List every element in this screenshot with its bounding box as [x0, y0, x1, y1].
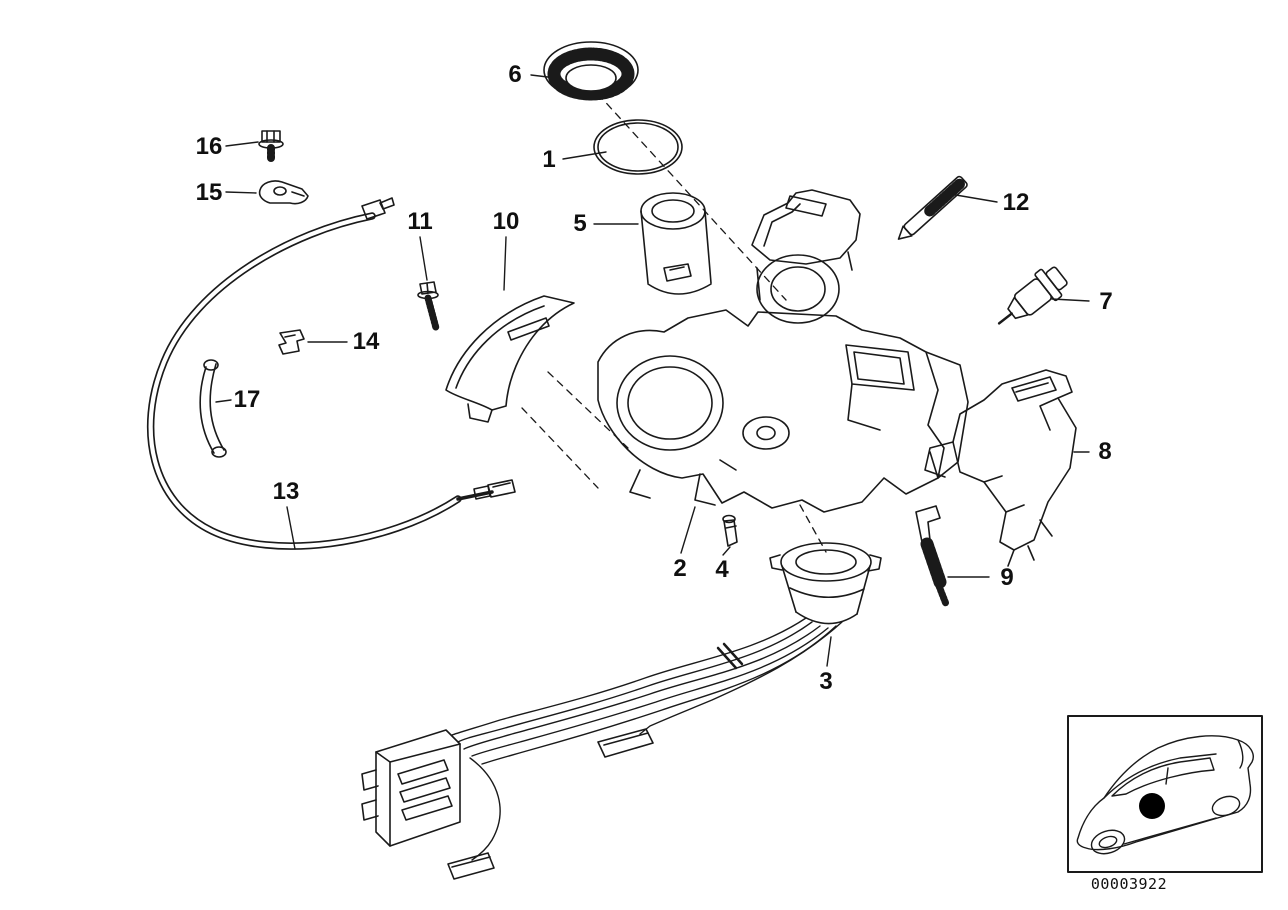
part-callout-5[interactable]: 5	[573, 210, 587, 237]
car-location-dot	[1139, 793, 1165, 819]
part-callout-3[interactable]: 3	[819, 668, 833, 695]
part-16-bolt	[258, 130, 284, 164]
part-12-threaded-pin	[897, 175, 968, 240]
callout-leader-lines	[215, 74, 1090, 667]
part-15-clamp	[258, 180, 309, 205]
part-callout-16[interactable]: 16	[195, 133, 223, 160]
part-callout-11[interactable]: 11	[407, 208, 433, 235]
part-4-pin	[722, 514, 738, 547]
part-17-strip	[199, 359, 227, 458]
part-14-clip	[278, 329, 305, 355]
part-callout-1[interactable]: 1	[542, 146, 556, 173]
part-callout-10[interactable]: 10	[492, 208, 520, 235]
part-callout-8[interactable]: 8	[1098, 438, 1112, 465]
part-callout-13[interactable]: 13	[272, 478, 300, 505]
part-callout-15[interactable]: 15	[195, 179, 223, 206]
harness-mid-connector	[597, 728, 654, 758]
part-11-screw	[417, 281, 440, 332]
car-location-inset	[1067, 715, 1263, 873]
part-callout-6[interactable]: 6	[508, 61, 522, 88]
part-8-bracket	[924, 369, 1077, 567]
part-9-interlock-pin	[915, 505, 950, 608]
harness-main-connector	[361, 729, 461, 847]
part-1-oring	[593, 119, 683, 175]
part-5-lock-cylinder	[640, 192, 712, 295]
diagram-code: 00003922	[1090, 875, 1168, 893]
part-callout-17[interactable]: 17	[233, 386, 261, 413]
part-callout-2[interactable]: 2	[673, 555, 687, 582]
part-callout-9[interactable]: 9	[1000, 564, 1014, 591]
car-silhouette	[1076, 735, 1254, 855]
part-callout-12[interactable]: 12	[1002, 189, 1030, 216]
part-2-housing	[597, 189, 969, 513]
part-callout-14[interactable]: 14	[352, 328, 380, 355]
part-callout-4[interactable]: 4	[715, 556, 729, 583]
part-callout-7[interactable]: 7	[1099, 288, 1113, 315]
part-7-sensor	[997, 266, 1068, 325]
harness-small-connector	[447, 852, 495, 880]
part-6-cap	[543, 41, 639, 101]
part-10-shroud	[445, 295, 575, 423]
harness-wires	[451, 617, 843, 861]
part-13-cable	[146, 197, 516, 550]
part-3-ignition-switch	[769, 542, 882, 625]
